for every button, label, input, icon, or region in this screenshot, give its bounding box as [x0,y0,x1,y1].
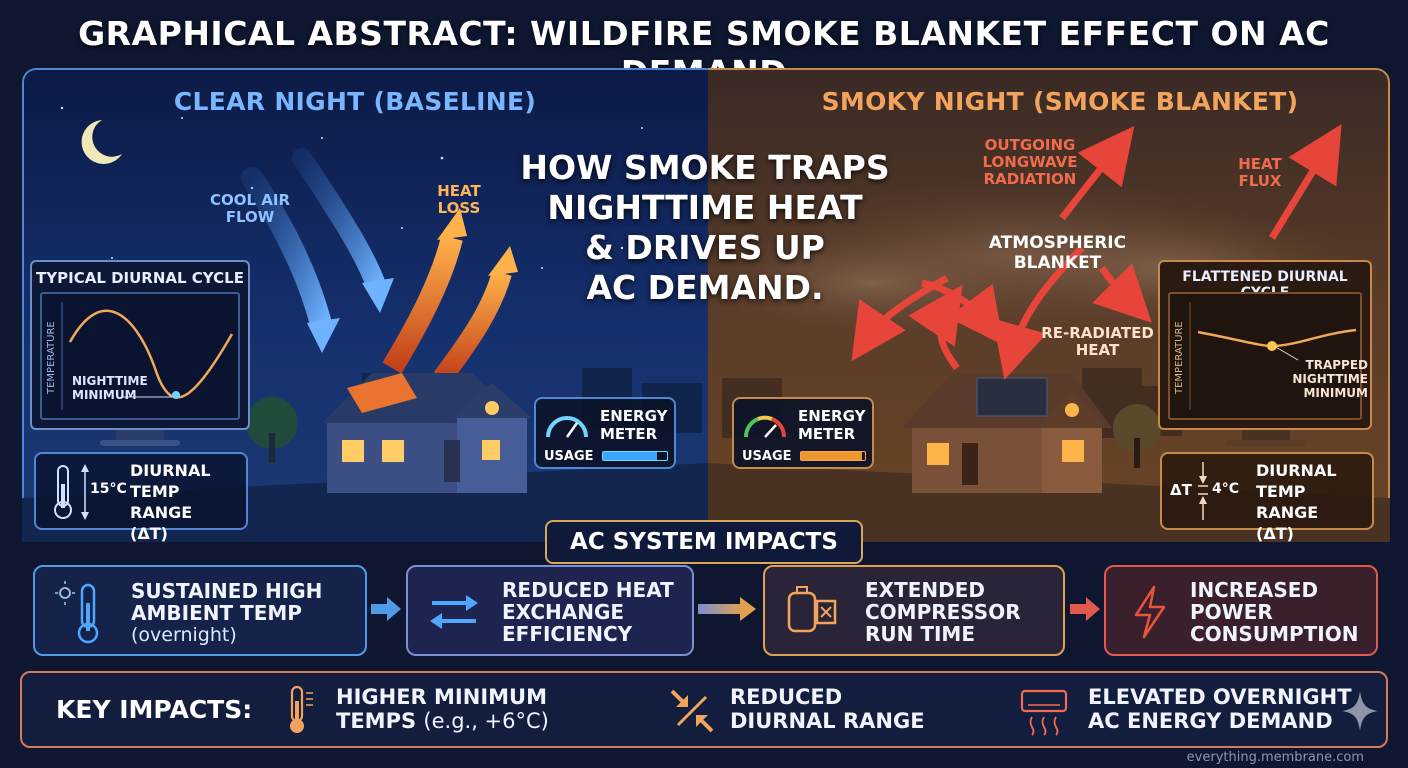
thermometer-icon [54,465,72,519]
range-value: 15°C [90,481,127,497]
monitor-title: TYPICAL DIURNAL CYCLE [36,269,244,287]
usage-bar-fill [603,452,658,460]
meter-usage-label: USAGE [742,449,792,464]
exchange-arrows-icon [430,595,478,629]
key-impact-text: HIGHER MINIMUM TEMPS (e.g., +6°C) [336,685,549,733]
heat-loss-arrow [433,270,512,384]
lightning-icon [1134,585,1166,639]
smoky-night-heading: SMOKY NIGHT (SMOKE BLANKET) [821,87,1299,116]
usage-bar [602,451,668,461]
cool-air-arrow [292,148,387,298]
key-impacts-label: KEY IMPACTS: [56,695,253,724]
house-clear [322,373,532,493]
flattened-curve-chart: TEMPERATURE [1174,302,1357,410]
monitor-screen: TEMPERATURE [1168,292,1362,420]
atmospheric-blanket-label: ATMOSPHERIC BLANKET [988,233,1127,273]
range-delta: ΔT [1170,481,1192,499]
flow-arrow-1 [371,597,401,621]
radiation-arrows [851,124,1342,380]
y-axis-label: TEMPERATURE [1174,321,1185,395]
meter-usage-label: USAGE [544,449,594,464]
flattened-diurnal-monitor: FLATTENED DIURNAL CYCLE TEMPERATURE TRAP… [1158,260,1372,430]
range-bracket-icon [81,464,89,520]
range-bracket-icon [1198,462,1208,520]
flow-arrow-2 [698,597,756,621]
center-heading-line: HOW SMOKE TRAPS [520,148,890,187]
flow-arrow-3 [1070,597,1100,621]
compressor-icon [787,586,837,633]
clear-night-heading: CLEAR NIGHT (BASELINE) [173,87,537,116]
compress-arrows-icon [670,689,714,733]
center-heading: HOW SMOKE TRAPS NIGHTTIME HEAT & DRIVES … [470,148,940,308]
center-heading-line: & DRIVES UP [585,228,825,267]
y-axis-label: TEMPERATURE [46,321,57,395]
monitor-screen: TEMPERATURE [40,292,240,420]
monitor-base [1226,440,1306,446]
diurnal-curve-chart: TEMPERATURE [46,302,234,410]
air-conditioner-icon [1020,689,1068,736]
thermometer-icon [290,685,313,733]
monitor-base [100,440,180,446]
gauge-icon [743,415,787,438]
tree-left [246,397,298,463]
cool-air-arrow [241,167,333,339]
moon-icon [81,120,122,164]
ac-system-impacts-label: AC SYSTEM IMPACTS [545,520,863,564]
usage-bar [800,451,866,461]
range-value: 4°C [1212,481,1240,497]
heat-loss-arrow [382,235,463,374]
sparkle-icon [1342,691,1378,731]
tree-right [1113,404,1161,468]
watermark: everything.membrane.com [1186,750,1364,765]
typical-diurnal-monitor: TYPICAL DIURNAL CYCLE TEMPERATURE NIGHTT… [30,260,250,430]
center-heading-line: AC DEMAND. [586,268,824,307]
house-smoky [902,373,1112,493]
monitor-stand [116,430,164,442]
center-heading-line: NIGHTTIME HEAT [547,188,863,227]
gauge-icon [546,416,588,438]
monitor-stand [1242,430,1290,442]
usage-bar-fill [801,452,862,460]
key-impacts-bar: KEY IMPACTS: HIGHER MINIMUM TEMPS (e.g.,… [20,671,1388,748]
thermometer-sun-icon [55,581,99,644]
